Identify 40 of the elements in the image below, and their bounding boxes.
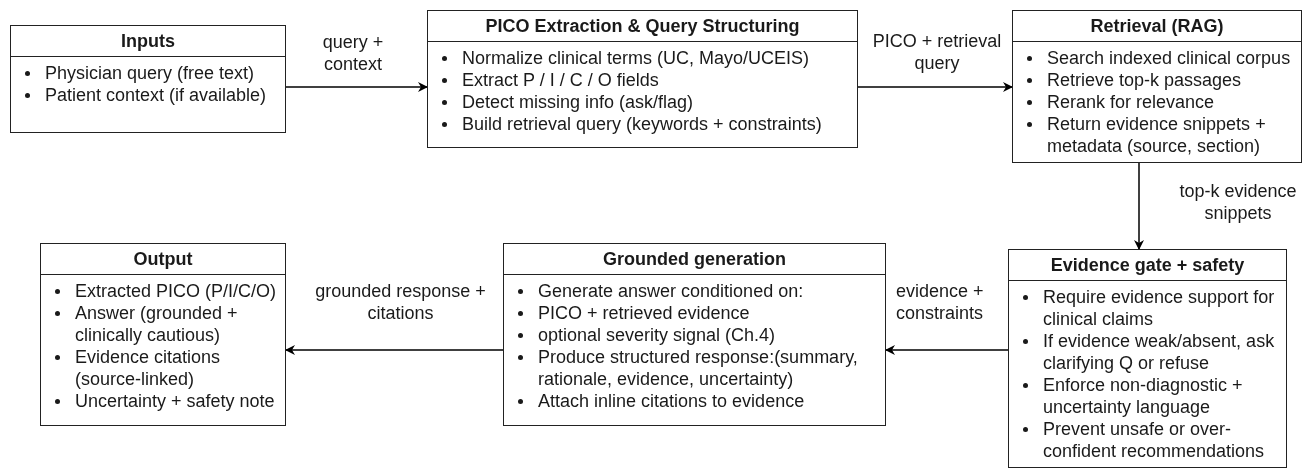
list-item-text: Physician query (free text): [44, 62, 256, 84]
arrow: [857, 82, 1013, 92]
process-box: [1008, 249, 1287, 468]
list-item-text: Patient context (if available): [44, 84, 268, 106]
list-item-text: Evidence citations (source-linked): [74, 346, 222, 390]
process-box: [503, 243, 886, 426]
list-item-text: Enforce non-diagnostic + uncertainty language: [1042, 374, 1244, 418]
box-heading: Grounded generation: [504, 244, 885, 275]
list-item-text: Prevent unsafe or over-confident recommendations: [1042, 418, 1266, 462]
list-item-text: Extract P / I / C / O fields: [461, 69, 660, 91]
list-item-text: If evidence weak/absent, ask clarifying Q or refuse: [1042, 330, 1276, 374]
list-item-text: Produce structured response:(summary, rationale, evidence, uncertainty): [537, 346, 859, 390]
box-heading: Retrieval (RAG): [1013, 11, 1301, 42]
list-item-text: Return evidence snippets + metadata (source, section): [1046, 113, 1267, 157]
process-box: [10, 25, 286, 133]
list-item-text: Normalize clinical terms (UC, Mayo/UCEIS): [461, 47, 811, 69]
process-box: [427, 10, 858, 148]
process-box: [40, 243, 286, 426]
process-box: [1012, 10, 1302, 163]
arrow: [285, 82, 428, 92]
arrow: [285, 345, 504, 355]
arrow: [1134, 162, 1144, 250]
list-item-text: Uncertainty + safety note: [74, 390, 276, 412]
list-item-text: Answer (grounded + clinically cautious): [74, 302, 239, 346]
list-item-text: Rerank for relevance: [1046, 91, 1216, 113]
arrow: [885, 345, 1009, 355]
list-item-text: Build retrieval query (keywords + constraints): [461, 113, 823, 135]
list-item-text: optional severity signal (Ch.4): [537, 324, 777, 346]
list-item-text: Retrieve top-k passages: [1046, 69, 1243, 91]
list-item-text: Generate answer conditioned on:: [537, 280, 805, 302]
list-item-text: Extracted PICO (P/I/C/O): [74, 280, 278, 302]
box-heading: Output: [41, 244, 285, 275]
list-item-text: Attach inline citations to evidence: [537, 390, 806, 412]
list-item-text: Search indexed clinical corpus: [1046, 47, 1292, 69]
box-heading: PICO Extraction & Query Structuring: [428, 11, 857, 42]
list-item-text: Detect missing info (ask/flag): [461, 91, 695, 113]
list-item-text: Require evidence support for clinical claims: [1042, 286, 1276, 330]
box-heading: Evidence gate + safety: [1009, 250, 1286, 281]
list-item-text: PICO + retrieved evidence: [537, 302, 751, 324]
box-heading: Inputs: [11, 26, 285, 57]
